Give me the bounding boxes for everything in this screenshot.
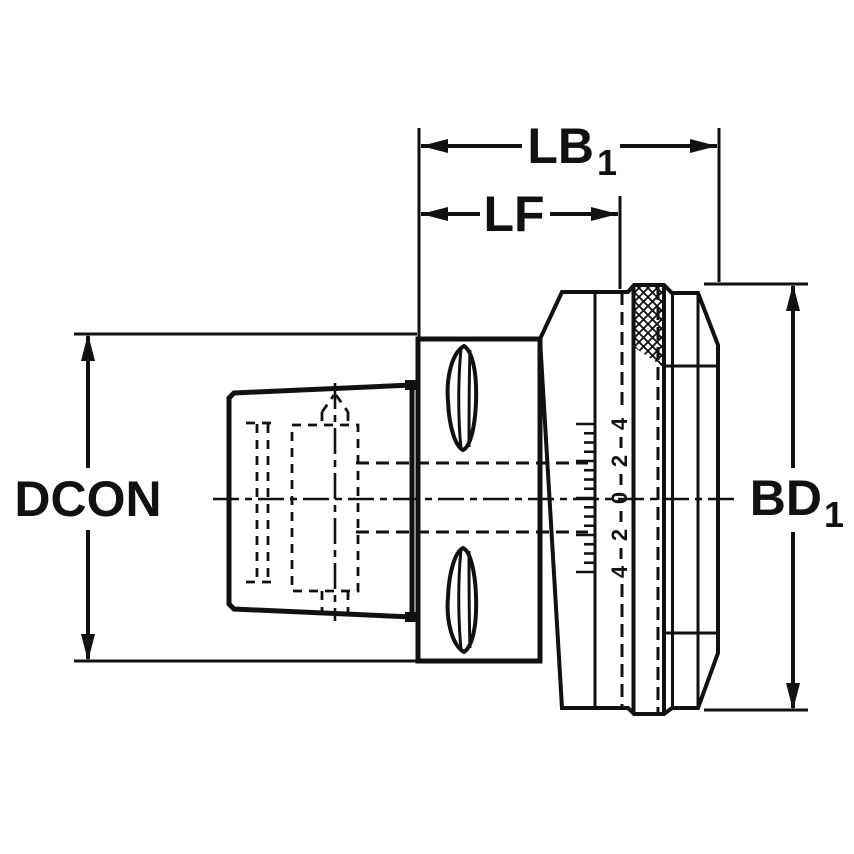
cavity-outline [290, 423, 360, 593]
dcon-arrow-bottom [81, 634, 95, 661]
lf-arrow-left [421, 207, 448, 221]
dimension-dcon: DCON [14, 332, 417, 663]
scale-digits: 4 2 0 2 4 [607, 417, 632, 578]
dimension-bd1: BD 1 [704, 282, 844, 712]
dcon-label: DCON [14, 471, 161, 527]
lb1-label: LB [527, 118, 594, 174]
bd1-arrow-top [786, 284, 800, 311]
dimension-lb1: LB 1 [417, 118, 721, 338]
bd1-label: BD [750, 470, 822, 526]
dimension-lf: LF [421, 186, 622, 289]
lf-label: LF [483, 186, 544, 242]
bd1-subscript: 1 [824, 494, 844, 535]
scale-digit-0: 4 [607, 417, 632, 430]
shank-step-bottom [405, 612, 418, 622]
dcon-arrow-top [81, 334, 95, 361]
scale-ticks [576, 422, 595, 574]
scale-digit-2: 0 [607, 492, 632, 504]
upper-slot [445, 343, 479, 453]
lb1-subscript: 1 [597, 142, 617, 183]
lb1-arrow-left [421, 139, 448, 153]
shank-step-top [405, 380, 418, 390]
shank-body [226, 382, 415, 620]
scale-digit-3: 2 [607, 529, 632, 541]
lower-slot [445, 545, 479, 655]
bd1-arrow-bottom [786, 683, 800, 710]
scale-digit-4: 4 [607, 565, 632, 578]
scale-digit-1: 2 [607, 455, 632, 467]
lb1-arrow-right [690, 139, 717, 153]
knurl-hatch [634, 286, 663, 367]
screw-head-hidden [320, 591, 350, 615]
upper-slot-inner [457, 348, 472, 449]
lf-arrow-right [591, 207, 618, 221]
lower-slot-inner [457, 549, 472, 650]
